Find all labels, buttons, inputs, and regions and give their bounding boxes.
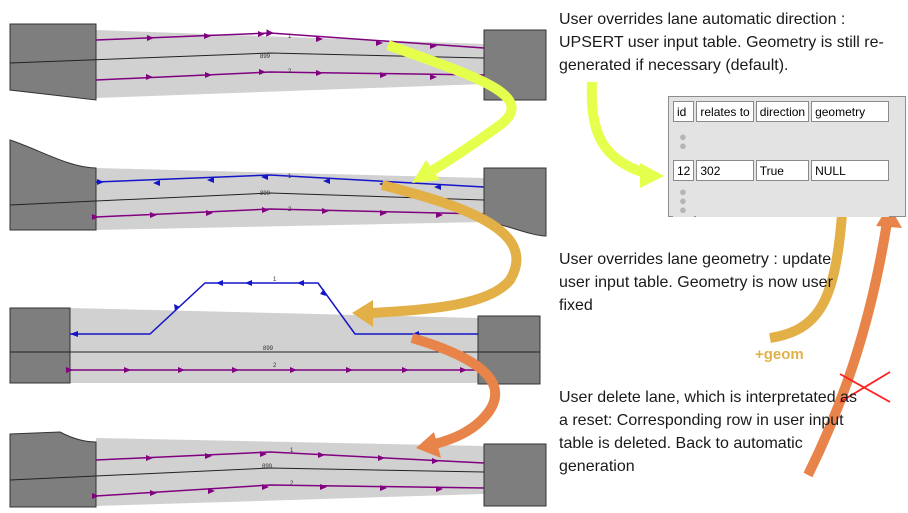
junction-left bbox=[9, 307, 71, 384]
arrow-delete-lane bbox=[410, 333, 501, 458]
column-header-relates-to: relates to bbox=[696, 101, 754, 122]
user-input-table: id relates to direction geometry ●● 12 3… bbox=[668, 96, 906, 217]
column-header-id: id bbox=[673, 101, 695, 122]
cell-id: 12 bbox=[673, 160, 695, 181]
direction-markers bbox=[92, 451, 443, 499]
ellipsis-row: ●●● bbox=[673, 183, 890, 217]
lane-line-1 bbox=[95, 174, 485, 188]
ellipsis-dots: ●● bbox=[673, 124, 695, 158]
arrow-geometry-override bbox=[352, 180, 522, 327]
junction-left bbox=[9, 139, 97, 231]
lane-line-2 bbox=[95, 71, 485, 81]
table-header-row: id relates to direction geometry bbox=[673, 101, 890, 122]
cell-relates-to: 302 bbox=[696, 160, 754, 181]
road-panel-4 bbox=[9, 431, 547, 508]
lane-1-label: 1 bbox=[290, 448, 294, 454]
road-id-label: 899 bbox=[260, 191, 271, 197]
cross-mark bbox=[839, 371, 891, 403]
lane-line-1 bbox=[95, 29, 485, 49]
road-surface bbox=[70, 308, 478, 383]
lane-1-label: 1 bbox=[273, 277, 277, 283]
lane-2-label: 2 bbox=[273, 363, 277, 369]
column-header-geometry: geometry bbox=[811, 101, 890, 122]
road-surface bbox=[96, 30, 484, 98]
lane-line-1 bbox=[95, 451, 485, 464]
lane-2-label: 2 bbox=[288, 207, 292, 213]
road-edge-line bbox=[9, 467, 485, 481]
direction-markers bbox=[146, 31, 437, 80]
lane-line-1-user-geometry bbox=[70, 282, 478, 335]
arrow-yellow-to-table bbox=[586, 81, 664, 188]
note-override-geometry: User overrides lane geometry : update us… bbox=[559, 251, 833, 314]
note-override-direction: User overrides lane automatic direction … bbox=[559, 11, 884, 74]
column-header-direction: direction bbox=[755, 101, 810, 122]
road-id-label: 899 bbox=[260, 54, 271, 60]
ellipsis-dots: ●●● bbox=[673, 183, 695, 217]
direction-markers bbox=[92, 174, 443, 220]
lane-1-label: 1 bbox=[288, 174, 292, 180]
note-delete-lane: User delete lane, which is interpretated… bbox=[559, 389, 857, 475]
table-row: 12 302 True NULL bbox=[673, 160, 890, 181]
junction-right bbox=[483, 443, 547, 507]
geom-label: +geom bbox=[755, 346, 804, 363]
lane-2-label: 2 bbox=[290, 481, 294, 487]
junction-left bbox=[9, 23, 97, 101]
arrow-direction-override bbox=[386, 40, 517, 183]
road-id-label: 899 bbox=[263, 346, 274, 352]
road-panel-1 bbox=[9, 23, 547, 101]
cell-direction: True bbox=[755, 160, 810, 181]
lane-2-label: 2 bbox=[288, 69, 292, 75]
cell-geometry: NULL bbox=[811, 160, 890, 181]
road-panel-3 bbox=[9, 280, 541, 385]
lane-labels: 1 899 2 1 899 2 1 899 2 1 899 2 bbox=[260, 34, 294, 487]
road-id-label: 899 bbox=[262, 464, 273, 470]
junction-left bbox=[9, 431, 97, 508]
ellipsis-row: ●● bbox=[673, 124, 890, 158]
direction-markers bbox=[66, 280, 467, 373]
lane-1-label: 1 bbox=[288, 34, 292, 40]
